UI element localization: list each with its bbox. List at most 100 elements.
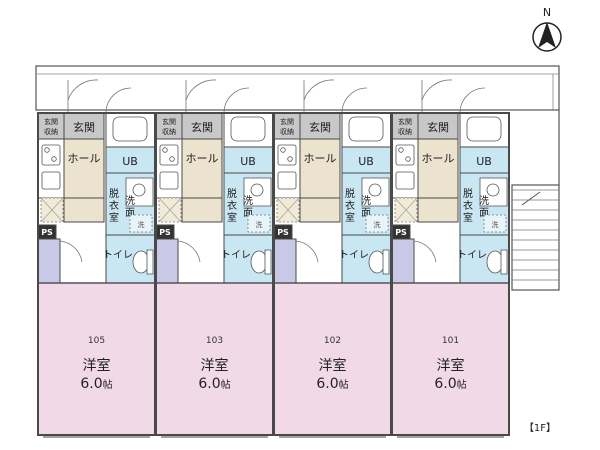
dressing-room-label: 室 bbox=[109, 211, 119, 224]
toilet-label: トイレ bbox=[103, 250, 133, 261]
pipe-space-label: PS bbox=[277, 228, 289, 237]
washbasin-label: 面 bbox=[243, 208, 253, 219]
room-type-label: 洋室 bbox=[319, 357, 347, 374]
room-size-unit: 帖 bbox=[221, 378, 231, 391]
hall bbox=[181, 138, 223, 199]
entrance-storage-label: 玄関 bbox=[162, 117, 176, 126]
western-room bbox=[273, 282, 392, 436]
burner bbox=[398, 147, 404, 153]
door-swing bbox=[421, 79, 453, 101]
stove-icon bbox=[277, 144, 297, 166]
western-room bbox=[37, 282, 156, 436]
washer-mark: 洗 bbox=[256, 220, 263, 229]
stove-icon bbox=[159, 144, 179, 166]
unit-outline bbox=[391, 112, 510, 436]
toilet-label: トイレ bbox=[221, 250, 251, 261]
room-size-label: 6.0帖 bbox=[434, 376, 466, 392]
dressing-room-label: 室 bbox=[463, 211, 473, 224]
basin-bowl bbox=[250, 183, 264, 197]
unit-number: 105 bbox=[88, 336, 105, 346]
room-size-unit: 帖 bbox=[339, 378, 349, 391]
staircase bbox=[508, 109, 560, 291]
hall-lower bbox=[299, 197, 341, 223]
bathtub-icon bbox=[230, 116, 266, 142]
entrance-storage-label: 収納 bbox=[398, 127, 412, 136]
unit-bath-label: UB bbox=[240, 155, 256, 168]
closet bbox=[391, 238, 415, 284]
door-swing bbox=[459, 87, 486, 114]
north-arrow-icon bbox=[538, 22, 556, 48]
room-size-unit: 帖 bbox=[103, 378, 113, 391]
burner bbox=[287, 156, 293, 162]
pipe-space-label: PS bbox=[41, 228, 53, 237]
fridge-cross bbox=[276, 197, 300, 223]
door-swing bbox=[341, 87, 368, 114]
unit-102: 玄関収納玄関ホールPSUB脱衣室洗面洗トイレ102洋室6.0帖 bbox=[273, 79, 392, 438]
hall-label: ホール bbox=[186, 152, 219, 165]
toilet-tank bbox=[500, 249, 508, 275]
hall bbox=[417, 138, 459, 199]
closet-door-swing bbox=[413, 240, 437, 263]
room-size-value: 6.0 bbox=[80, 376, 102, 392]
room-size-label: 6.0帖 bbox=[80, 376, 112, 392]
washbasin-label: 洗 bbox=[479, 195, 489, 207]
washer-mark: 洗 bbox=[492, 220, 499, 229]
dressing-room-label: 脱 bbox=[463, 187, 473, 200]
stove-icon bbox=[395, 144, 415, 166]
room-type-label: 洋室 bbox=[437, 357, 465, 374]
pipe-space-label: PS bbox=[159, 228, 171, 237]
fridge-cross bbox=[394, 197, 418, 223]
unit-number: 103 bbox=[206, 336, 223, 346]
building-outline bbox=[35, 65, 560, 111]
washer-space bbox=[247, 214, 271, 233]
stair-area bbox=[511, 184, 560, 291]
dressing-room-label: 衣 bbox=[345, 199, 355, 212]
entrance-storage-label: 収納 bbox=[44, 127, 58, 136]
hall-lower bbox=[63, 197, 105, 223]
washbasin-label: 洗 bbox=[125, 195, 135, 207]
hall bbox=[63, 138, 105, 199]
dressing-room-label: 衣 bbox=[109, 199, 119, 212]
room-size-value: 6.0 bbox=[434, 376, 456, 392]
closet-door-swing bbox=[295, 240, 319, 263]
washbasin-label: 面 bbox=[125, 208, 135, 219]
fridge-cross bbox=[40, 197, 64, 223]
dressing-room-label: 衣 bbox=[463, 199, 473, 212]
unit-101: 玄関収納玄関ホールPSUB脱衣室洗面洗トイレ101洋室6.0帖 bbox=[391, 79, 510, 438]
toilet-tank bbox=[264, 249, 272, 275]
entrance-label: 玄関 bbox=[73, 120, 95, 134]
bathtub-icon bbox=[466, 116, 502, 142]
bathtub-icon bbox=[112, 116, 148, 142]
burner bbox=[44, 147, 50, 153]
dressing-room-label: 室 bbox=[345, 211, 355, 224]
fridge-cross bbox=[158, 197, 182, 223]
washbasin-label: 洗 bbox=[243, 195, 253, 207]
sink-icon bbox=[159, 171, 179, 190]
western-room bbox=[391, 282, 510, 436]
burner bbox=[405, 156, 411, 162]
washbasin-label: 面 bbox=[361, 208, 371, 219]
washer-space bbox=[129, 214, 153, 233]
closet bbox=[273, 238, 297, 284]
unit-number: 102 bbox=[324, 336, 341, 346]
basin-bowl bbox=[486, 183, 500, 197]
washbasin-label: 面 bbox=[479, 208, 489, 219]
unit-bath bbox=[459, 146, 510, 174]
compass: N bbox=[532, 6, 562, 52]
hall-label: ホール bbox=[422, 152, 455, 165]
sink-icon bbox=[277, 171, 297, 190]
unit-bath-label: UB bbox=[358, 155, 374, 168]
closet bbox=[155, 238, 179, 284]
room-type-label: 洋室 bbox=[83, 357, 111, 374]
entrance-label: 玄関 bbox=[309, 120, 331, 134]
washer-space bbox=[365, 214, 389, 233]
compass-north-label: N bbox=[543, 6, 551, 19]
dressing-room-label: 脱 bbox=[109, 187, 119, 200]
hall bbox=[299, 138, 341, 199]
room-type-label: 洋室 bbox=[201, 357, 229, 374]
toilet-tank bbox=[146, 249, 154, 275]
balcony-area bbox=[35, 65, 560, 111]
room-size-label: 6.0帖 bbox=[198, 376, 230, 392]
hall-label: ホール bbox=[68, 152, 101, 165]
